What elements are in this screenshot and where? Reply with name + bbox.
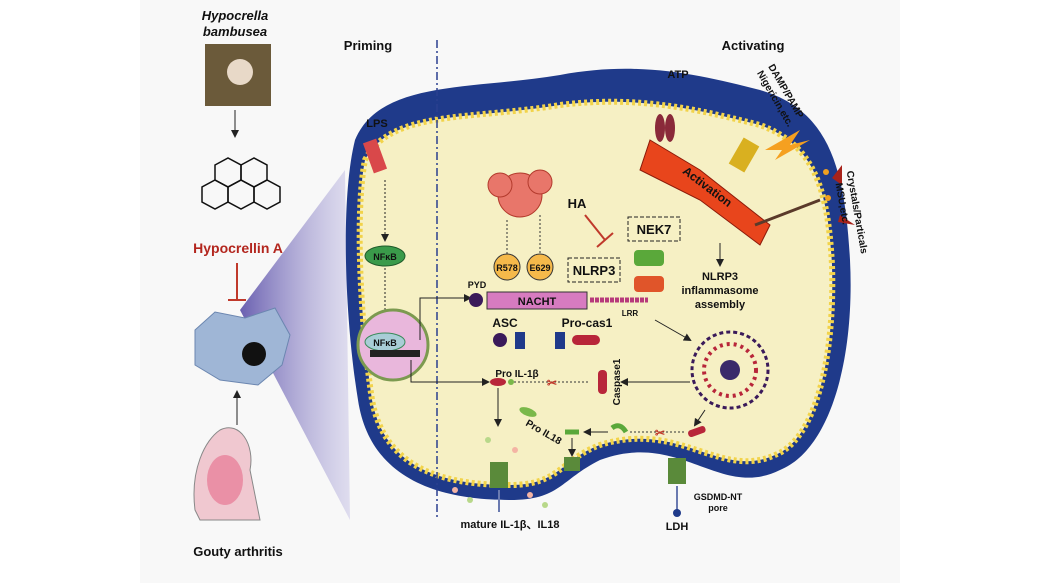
- macrophage-cell: [194, 307, 291, 386]
- gsdmd-pore-left: [490, 462, 508, 488]
- ldh-dot: [673, 509, 681, 517]
- caspase1-active: [688, 426, 706, 438]
- svg-text:NACHT: NACHT: [518, 296, 557, 308]
- fungus-body: [227, 59, 253, 85]
- pro-il18: [519, 407, 537, 417]
- scissors-icon-2: ✂: [655, 426, 665, 440]
- channel-yellow: [728, 137, 760, 173]
- arrow-to-inflammasome: [654, 319, 692, 341]
- procas1-body: [572, 335, 600, 345]
- residue-e629: [526, 253, 554, 281]
- svg-text:bambusea: bambusea: [203, 24, 267, 39]
- svg-text:GSDMD-NT: GSDMD-NT: [694, 492, 743, 502]
- svg-text:inflammasome: inflammasome: [681, 285, 758, 297]
- nek7-shape: [634, 250, 664, 266]
- gsdmd-pore-mid: [564, 457, 580, 471]
- activating-label: Activating: [722, 38, 785, 53]
- priming-label: Priming: [344, 38, 392, 53]
- nlrp3-shape: [634, 276, 664, 292]
- ha-inhibit-line: [584, 214, 606, 241]
- pro-il1b-label: Pro IL-1β: [495, 369, 538, 380]
- residue-r578: [493, 253, 521, 281]
- caspase1-shape: [598, 370, 607, 394]
- ha-label: HA: [568, 196, 587, 211]
- disease-label: Gouty arthritis: [193, 544, 283, 559]
- asc-pyd: [493, 333, 507, 347]
- ha-inhibit-bar: [596, 232, 614, 248]
- assembly-label: NLRP3 inflammasome assembly: [681, 271, 758, 311]
- mature-label: mature IL-1β、IL18: [460, 519, 559, 531]
- svg-text:NEK7: NEK7: [637, 222, 672, 237]
- svg-text:assembly: assembly: [695, 299, 746, 311]
- gsdmd-label: GSDMD-NT pore: [694, 492, 743, 513]
- scissors-icon: ✂: [547, 376, 557, 390]
- nek7-box: [627, 216, 681, 242]
- svg-text:R578: R578: [496, 263, 518, 273]
- svg-text:pore: pore: [708, 503, 728, 513]
- nfkb-cyto: [364, 245, 406, 267]
- nacht-domain: [486, 291, 588, 310]
- pyd-label: PYD: [468, 280, 487, 290]
- hypocrellin-structure: [201, 157, 281, 210]
- gsdmd-full: [610, 423, 629, 434]
- arrow-casp-gsdmd: [693, 409, 706, 427]
- pro-il1b: [490, 378, 506, 386]
- inflamed-joint: [207, 455, 243, 505]
- atp-label: ATP: [667, 69, 688, 81]
- nlrp3-box: [567, 257, 621, 283]
- inflammasome: [690, 330, 770, 410]
- p2x7-channel: [655, 114, 675, 142]
- gsdmd-pore-right: [668, 458, 686, 484]
- compound-name: Hypocrellin A: [193, 240, 283, 256]
- cell-membrane: [356, 98, 836, 489]
- cytokine-dots: [452, 437, 548, 508]
- pro-il1b-tail: [508, 379, 514, 385]
- pyd-domain: [469, 293, 483, 307]
- tlr4-receptor: [362, 138, 388, 174]
- procas1-label: Pro-cas1: [562, 316, 613, 330]
- procas1-card: [555, 332, 565, 349]
- lrr-label: LRR: [622, 309, 639, 318]
- svg-text:Hypocrella: Hypocrella: [202, 8, 268, 23]
- svg-text:NLRP3: NLRP3: [702, 271, 738, 283]
- lps-label: LPS: [366, 118, 387, 130]
- ldh-label: LDH: [666, 521, 689, 533]
- arrow-to-pro-il1b: [410, 360, 490, 386]
- crystals-icon: [823, 165, 855, 225]
- ha-molecule: [487, 169, 553, 218]
- crystal-sensor: [754, 198, 821, 227]
- caspase1-label: Caspase1: [612, 358, 623, 405]
- zoom-cone: [240, 170, 350, 520]
- cell-nucleus: [242, 342, 266, 366]
- svg-text:NLRP3: NLRP3: [573, 263, 616, 278]
- asc-label: ASC: [492, 316, 518, 330]
- svg-text:E629: E629: [529, 263, 550, 273]
- svg-text:NFκB: NFκB: [373, 252, 397, 262]
- activation-bolt: [639, 139, 771, 246]
- dna-icon: [370, 350, 420, 357]
- lightning-icon: [765, 130, 810, 160]
- asc-card: [515, 332, 525, 349]
- species-label: Hypocrella bambusea: [202, 8, 268, 39]
- svg-text:NFκB: NFκB: [373, 338, 397, 348]
- arrow-to-nlrp3: [419, 294, 472, 340]
